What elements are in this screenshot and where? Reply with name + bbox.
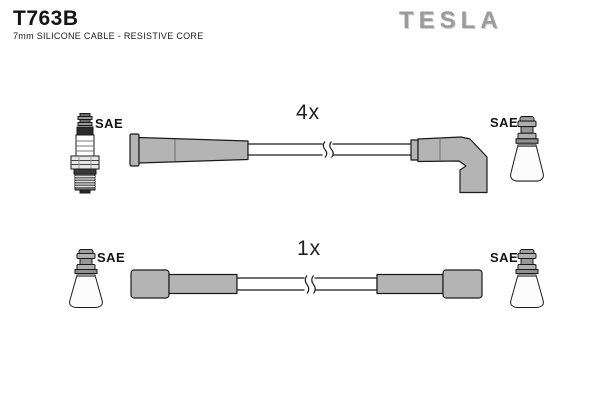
sae-label-text: SAE [95,116,124,131]
boot-end-cap [410,139,419,161]
plug-tip [79,189,91,194]
cable-break-mark [304,275,310,294]
cable-boot-straight [138,136,249,164]
plug-crimp-band [76,126,94,136]
quantity-label-4x: 4x [296,101,321,124]
cable-break-gap [304,276,315,292]
sae-label-row2-left: SAE [97,250,126,265]
cable-boot-stepped-left [130,269,170,299]
tesla-brand-logo: TESLA [399,7,503,34]
terminal-neck [520,258,534,265]
sae-label-row1-right: SAE [490,115,519,130]
terminal-neck [79,258,93,265]
sae-terminal-cone-icon [510,249,544,308]
cone-boot [510,144,544,182]
part-number: T763B [13,7,79,30]
sae-terminal-cone-icon [69,249,103,308]
cone-boot [69,274,103,308]
spark-plug-icon [70,113,100,194]
cone-boot [510,274,544,308]
cable-assembly-1x [130,269,483,299]
terminal-flange [515,269,539,274]
sae-label-row1-left: SAE [95,115,123,133]
plug-gasket [73,168,97,175]
cable-boot-elbow [417,136,488,194]
cable-spec-subtitle: 7mm SILICONE CABLE - RESISTIVE CORE [13,31,204,41]
terminal-neck [520,126,534,134]
sae-terminal-cone-icon [510,116,544,182]
cable-break-mark [322,141,328,158]
cable-assembly-4x [129,133,488,194]
cable-boot-stepped-right [442,269,483,299]
boot-end-cap [129,133,140,167]
terminal-flange [515,138,539,144]
terminal-flange [74,269,98,274]
quantity-label-1x: 1x [297,237,322,260]
plug-hex-nut [70,155,100,170]
sae-label-row2-right: SAE [490,250,519,265]
cable-break-gap [322,142,333,158]
